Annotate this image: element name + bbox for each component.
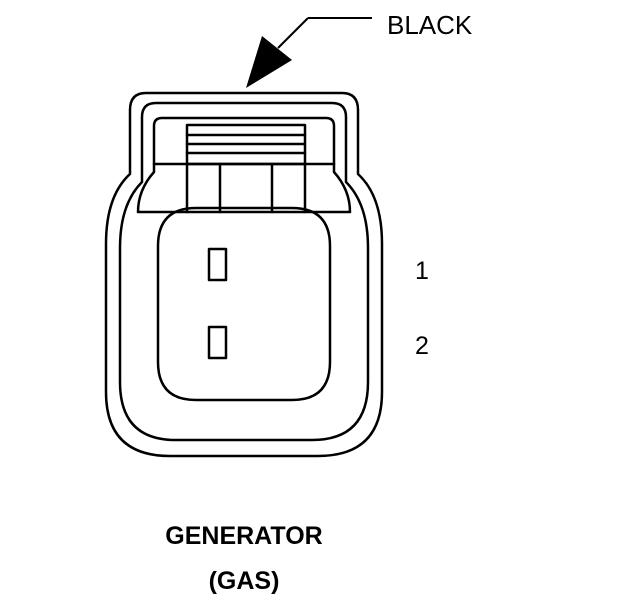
lock-tab-frame bbox=[136, 116, 352, 214]
connector-housing bbox=[104, 91, 384, 458]
housing-inner-outline bbox=[118, 101, 370, 442]
color-leader bbox=[246, 17, 372, 88]
leader-line-diagonal bbox=[277, 17, 309, 49]
pin-2-terminal bbox=[207, 325, 228, 360]
pin-2-label: 2 bbox=[415, 332, 429, 360]
pin-1-terminal bbox=[207, 247, 228, 282]
terminal-cavity bbox=[156, 206, 332, 402]
component-name: GENERATOR bbox=[165, 522, 322, 550]
housing-outer-outline bbox=[104, 91, 384, 458]
tab-channels bbox=[185, 162, 307, 214]
pin-1-label: 1 bbox=[415, 257, 429, 285]
wire-color-label: BLACK bbox=[387, 10, 473, 40]
component-variant: (GAS) bbox=[209, 567, 280, 595]
lock-tab-ridges bbox=[185, 133, 307, 155]
leader-arrowhead bbox=[246, 36, 292, 88]
